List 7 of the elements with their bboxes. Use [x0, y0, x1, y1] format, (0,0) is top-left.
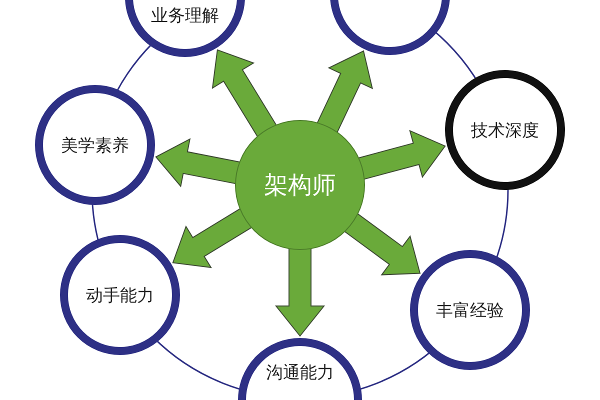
- circle-label: 业务理解: [151, 4, 219, 26]
- circle-label: 沟通能力: [266, 362, 334, 384]
- circle-label: 技术深度: [471, 120, 539, 142]
- circle-label: 动手能力: [86, 284, 154, 306]
- circle-label: 架构师: [264, 170, 336, 201]
- circle-label: 丰富经验: [436, 300, 504, 322]
- circle-label: 美学素养: [61, 134, 129, 156]
